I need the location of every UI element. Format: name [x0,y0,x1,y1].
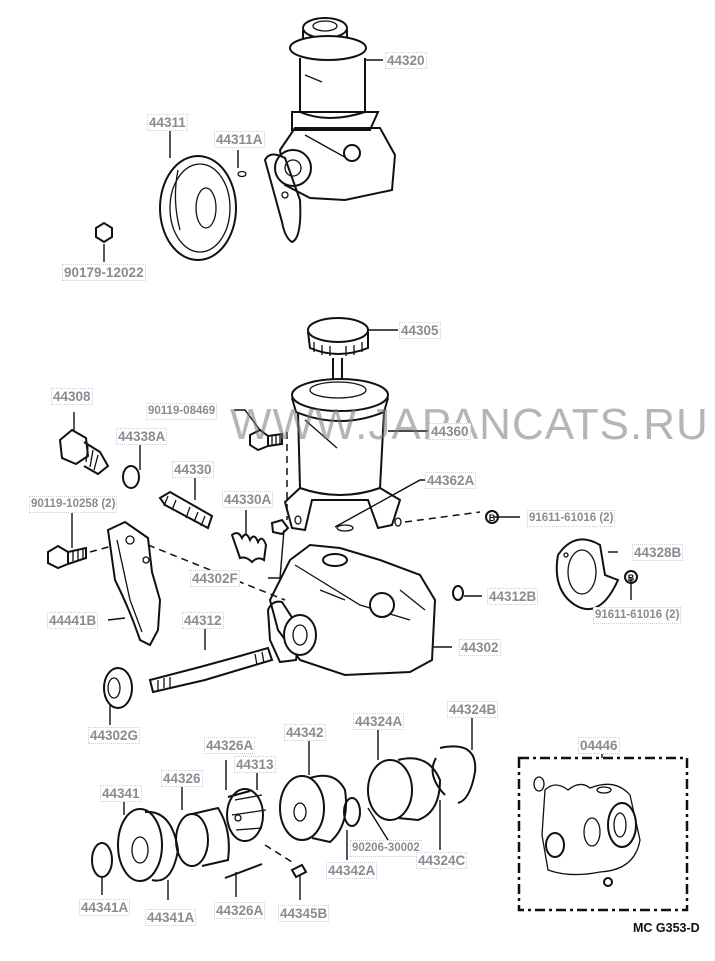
part-label-90119-10258[interactable]: 90119-10258 (2) [29,496,118,513]
part-label-90179-12022[interactable]: 90179-12022 [62,264,146,281]
part-label-44320[interactable]: 44320 [385,52,427,69]
part-label-44330[interactable]: 44330 [172,461,214,478]
part-label-44311a[interactable]: 44311A [214,131,265,148]
nut-illustration [95,221,113,244]
part-label-44330a[interactable]: 44330A [222,491,274,508]
snap-ring-large-illustration [431,745,477,804]
part-label-44312[interactable]: 44312 [182,612,224,629]
end-cover-illustration [367,757,442,822]
reservoir-tank-illustration [283,378,402,532]
part-label-44326a[interactable]: 44326A [214,902,266,919]
plug-illustration [270,518,290,536]
bracket-illustration [106,520,162,647]
part-label-91611-61016[interactable]: 91611-61016 (2) [527,510,616,527]
union-fitting-illustration [58,428,110,476]
bolt-illustration [249,428,283,452]
cam-ring-illustration [175,806,230,867]
part-label-44305[interactable]: 44305 [399,322,441,339]
seal-illustration [452,585,464,601]
part-label-44302[interactable]: 44302 [459,639,501,656]
o-ring-illustration [91,842,113,878]
part-label-44311[interactable]: 44311 [147,114,188,131]
part-label-44345b[interactable]: 44345B [278,905,330,922]
front-plate-illustration [117,808,180,882]
part-label-44342a[interactable]: 44342A [326,862,378,879]
part-label-91611-61016[interactable]: 91611-61016 (2) [593,607,682,624]
part-label-44341a[interactable]: 44341A [79,899,131,916]
part-label-44324c[interactable]: 44324C [416,852,468,869]
part-label-90206-30002[interactable]: 90206-30002 [350,840,422,857]
part-label-44326[interactable]: 44326 [161,770,203,787]
gasket-kit-box-illustration [517,756,689,912]
reservoir-cap-illustration [307,317,369,385]
part-label-44308[interactable]: 44308 [51,388,93,405]
rotor-illustration [226,788,267,842]
spring-illustration [230,532,268,564]
bolt-illustration [47,544,87,570]
part-label-90119-08469[interactable]: 90119-08469 [146,403,218,420]
woodruff-key-illustration [237,170,247,178]
gasket-plate-illustration [555,538,620,610]
rear-plate-illustration [279,774,347,844]
svg-text:B: B [489,513,496,523]
bolt-marker-b: B [624,570,638,584]
pump-assembly-illustration [263,17,397,244]
part-label-44326a[interactable]: 44326A [204,737,256,754]
part-label-44312b[interactable]: 44312B [487,588,539,605]
flow-control-valve-illustration [158,490,214,530]
part-label-44338a[interactable]: 44338A [116,428,168,445]
shaft-illustration [148,646,274,694]
o-ring-illustration [122,465,140,489]
snap-ring-small-illustration [343,797,361,827]
part-label-44302f[interactable]: 44302F [190,570,240,587]
pulley-illustration [159,155,237,261]
part-label-44341a[interactable]: 44341A [145,909,197,926]
part-label-44313[interactable]: 44313 [234,756,276,773]
part-label-44324b[interactable]: 44324B [447,701,499,718]
part-label-44341[interactable]: 44341 [100,785,142,802]
part-label-44342[interactable]: 44342 [284,724,326,741]
bearing-illustration [103,667,133,709]
pump-body-illustration [266,543,437,677]
bolt-marker-b: B [485,510,499,524]
part-label-44360[interactable]: 44360 [429,423,471,440]
part-label-44328b[interactable]: 44328B [632,544,684,561]
part-label-44441b[interactable]: 44441B [47,612,99,629]
svg-text:B: B [628,573,635,583]
pin-illustration [227,790,251,798]
vane-illustration [290,863,308,879]
figure-code: MC G353-D [633,921,700,935]
part-label-44302g[interactable]: 44302G [88,727,141,744]
part-label-04446[interactable]: 04446 [578,737,620,754]
part-label-44362a[interactable]: 44362A [425,472,477,489]
pin-illustration [224,863,263,879]
part-label-44324a[interactable]: 44324A [353,713,405,730]
